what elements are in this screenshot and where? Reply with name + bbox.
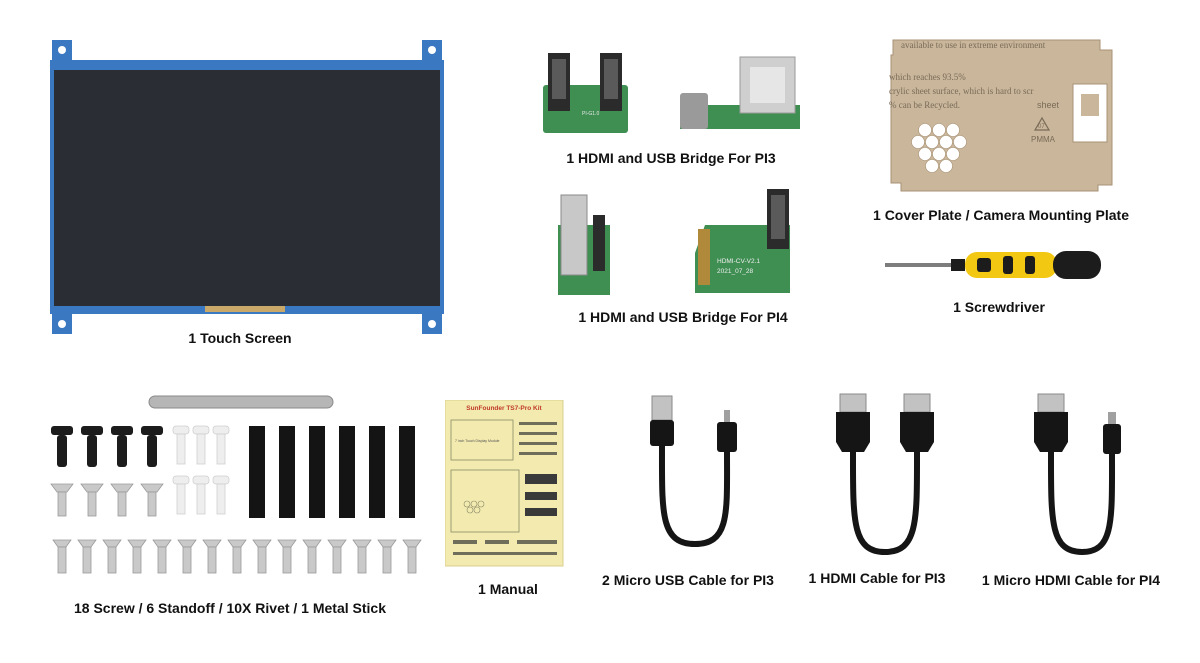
pcb-pi3-print: PI-G1.0 (582, 111, 599, 117)
plate-pmma-text: PMMA (1031, 135, 1056, 144)
manual-title-text: SunFounder TS7-Pro Kit (466, 405, 542, 412)
bridge-pi4-label: 1 HDMI and USB Bridge For PI4 (578, 309, 788, 325)
manual-label: 1 Manual (478, 581, 538, 597)
pcb-pi4-print-1: HDMI-CV-V2.1 (717, 258, 760, 265)
bridge-pi4-image: HDMI-CV-V2.1 2021_07_28 (555, 185, 795, 297)
plate-sheet-text: sheet (1037, 100, 1060, 110)
plate-recycle-number: 07 (1038, 124, 1045, 130)
hardware-label: 18 Screw / 6 Standoff / 10X Rivet / 1 Me… (73, 600, 387, 616)
screwdriver-image (885, 248, 1105, 282)
manual-image: SunFounder TS7-Pro Kit 7 inch Touch Disp… (445, 400, 565, 568)
manual-sub-text: 7 inch Touch Display Module (455, 439, 500, 443)
touch-screen-image (50, 40, 445, 335)
hdmi-cable-image (830, 390, 940, 560)
plate-text-3: crylic sheet surface, which is hard to s… (889, 86, 1033, 96)
micro-usb-cable-image (640, 392, 750, 552)
pcb-pi4-print-2: 2021_07_28 (717, 268, 754, 275)
micro-hdmi-cable-label: 1 Micro HDMI Cable for PI4 (981, 572, 1161, 588)
micro-hdmi-cable-image (1030, 390, 1130, 560)
hdmi-cable-label: 1 HDMI Cable for PI3 (808, 570, 946, 586)
plate-text-2: which reaches 93.5% (889, 72, 966, 82)
plate-text-1: available to use in extreme environment (901, 40, 1046, 50)
cover-plate-label: 1 Cover Plate / Camera Mounting Plate (873, 207, 1129, 223)
cover-plate-image: available to use in extreme environment … (885, 38, 1115, 193)
bridge-pi3-label: 1 HDMI and USB Bridge For PI3 (566, 150, 776, 166)
screwdriver-label: 1 Screwdriver (953, 299, 1045, 315)
touch-screen-label: 1 Touch Screen (188, 330, 292, 346)
bridge-pi3-image: PI-G1.0 (540, 45, 805, 137)
plate-text-4: % can be Recycled. (889, 100, 960, 110)
micro-usb-cable-label: 2 Micro USB Cable for PI3 (602, 572, 774, 588)
hardware-image (45, 390, 425, 585)
